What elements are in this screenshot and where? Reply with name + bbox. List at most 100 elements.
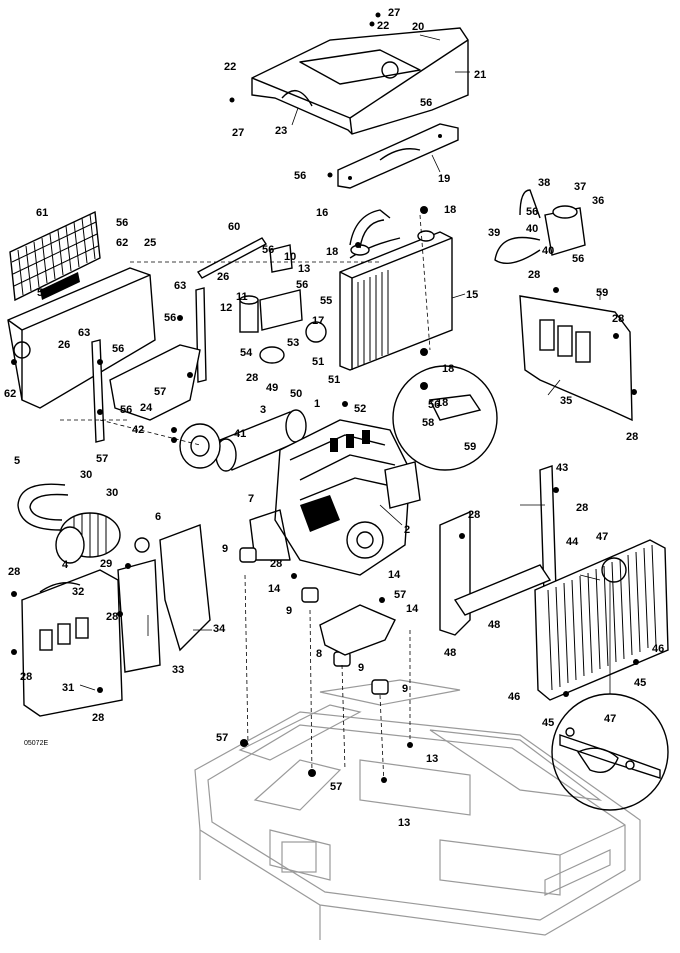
callout: 59	[596, 287, 608, 299]
callout: 30	[80, 469, 92, 481]
callout: 48	[444, 647, 456, 659]
callout: 1	[314, 398, 320, 410]
callout: 3	[260, 404, 266, 416]
callout: 56	[428, 399, 440, 411]
radiator-support-bracket	[337, 123, 459, 189]
callout: 17	[312, 315, 324, 327]
callout: 7	[248, 493, 254, 505]
callout: 55	[320, 295, 332, 307]
callout: 28	[576, 502, 588, 514]
callout: 20	[412, 21, 424, 33]
callout: 56	[420, 97, 432, 109]
right-support-bracket	[439, 465, 557, 636]
callout: 50	[290, 388, 302, 400]
callout: 56	[116, 217, 128, 229]
radiator	[339, 230, 453, 371]
callout: 23	[275, 125, 287, 137]
assembly-lines	[60, 214, 601, 786]
callout: 19	[438, 173, 450, 185]
callout: 21	[474, 69, 486, 81]
left-side-panel	[7, 267, 156, 409]
callout: 6	[155, 511, 161, 523]
callout: 11	[236, 291, 248, 303]
callout: 13	[426, 753, 438, 765]
callout: 56	[526, 206, 538, 218]
callout: 28	[270, 558, 282, 570]
callout: 59	[464, 441, 476, 453]
air-cleaner	[17, 483, 150, 564]
callout: 28	[468, 509, 480, 521]
callout: 12	[220, 302, 232, 314]
callout: 51	[312, 356, 324, 368]
callout: 49	[266, 382, 278, 394]
callout: 28	[92, 712, 104, 724]
callout: 51	[328, 374, 340, 386]
callout: 57	[394, 589, 406, 601]
leader-lines	[79, 34, 601, 691]
callout: 57	[330, 781, 342, 793]
mounting-rail	[91, 237, 268, 443]
radiator-hose	[349, 209, 391, 246]
callout: 31	[62, 682, 74, 694]
callout: 14	[406, 603, 419, 615]
callout: 54	[240, 347, 253, 359]
callout: 62	[116, 237, 128, 249]
callout: 9	[222, 543, 228, 555]
callout: 33	[172, 664, 184, 676]
callout: 42	[132, 424, 144, 436]
callout: 2	[404, 524, 410, 536]
callout: 48	[488, 619, 500, 631]
detail-view-screen-latch	[551, 582, 669, 811]
callout: 46	[652, 643, 664, 655]
callout: 13	[398, 817, 410, 829]
detail-view-thermostat	[392, 365, 498, 471]
callout: 57	[154, 386, 166, 398]
callout: 37	[574, 181, 586, 193]
callout: 28	[626, 431, 638, 443]
callout: 56	[37, 287, 49, 299]
callout: 15	[466, 289, 478, 301]
callout: 63	[174, 280, 186, 292]
callout: 40	[526, 223, 538, 235]
callout: 47	[604, 713, 616, 725]
callout: 27	[232, 127, 244, 139]
callout: 45	[634, 677, 646, 689]
callout: 9	[358, 662, 364, 674]
callout: 25	[144, 237, 156, 249]
callout: 60	[228, 221, 240, 233]
callout: 18	[436, 397, 448, 409]
callout: 28	[528, 269, 540, 281]
callout: 56	[120, 404, 132, 416]
callout: 43	[556, 462, 568, 474]
callout: 27	[388, 7, 400, 19]
callout: 22	[224, 61, 236, 73]
callout: 57	[96, 453, 108, 465]
drawing-code: 05072E	[24, 740, 48, 747]
shroud-bracket	[109, 344, 201, 421]
support-plate	[117, 559, 161, 673]
callout: 58	[422, 417, 434, 429]
callout: 8	[316, 648, 322, 660]
callout: 62	[4, 388, 16, 400]
callout: 22	[377, 20, 389, 32]
callout: 40	[542, 245, 554, 257]
callout: 34	[213, 623, 226, 635]
callout: 28	[106, 611, 118, 623]
callout: 57	[216, 732, 228, 744]
callout: 4	[62, 559, 69, 571]
callout: 28	[612, 313, 624, 325]
callout: 28	[20, 671, 32, 683]
callout: 13	[298, 263, 310, 275]
callout: 45	[542, 717, 554, 729]
callout: 36	[592, 195, 604, 207]
callout: 56	[262, 244, 274, 256]
callout: 10	[284, 251, 296, 263]
callout: 38	[538, 177, 550, 189]
hardware-fasteners	[11, 12, 639, 783]
callout: 56	[164, 312, 176, 324]
callout: 39	[488, 227, 500, 239]
callout: 29	[100, 558, 112, 570]
callout: 9	[402, 683, 408, 695]
callout: 32	[72, 586, 84, 598]
